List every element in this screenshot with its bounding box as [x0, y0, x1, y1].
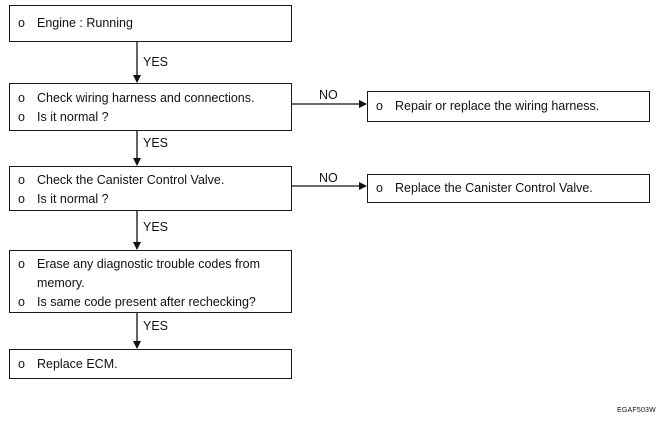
step-replace-ecm-box: o Replace ECM. — [9, 349, 292, 379]
step-check-wiring-line-1: o Check wiring harness and connections. — [18, 89, 283, 108]
step-replace-canister-line: o Replace the Canister Control Valve. — [376, 179, 641, 198]
bullet-marker: o — [18, 110, 25, 124]
bullet-marker: o — [376, 181, 383, 195]
step-check-canister-box: o Check the Canister Control Valve. o Is… — [9, 166, 292, 211]
step-repair-harness-box: o Repair or replace the wiring harness. — [367, 91, 650, 122]
step-check-wiring-text: Check wiring harness and connections. — [37, 91, 255, 105]
step-replace-ecm-line: o Replace ECM. — [18, 355, 283, 374]
step-erase-codes-question: Is same code present after rechecking? — [37, 295, 256, 309]
step-engine-running-text: Engine : Running — [37, 16, 133, 30]
bullet-marker: o — [18, 295, 25, 309]
step-erase-codes-text: Erase any diagnostic trouble codes from … — [37, 257, 261, 290]
yes-label: YES — [143, 136, 169, 150]
bullet-marker: o — [18, 257, 25, 271]
step-erase-codes-line-1: o Erase any diagnostic trouble codes fro… — [18, 255, 283, 293]
step-erase-codes-box: o Erase any diagnostic trouble codes fro… — [9, 250, 292, 313]
step-check-canister-line-1: o Check the Canister Control Valve. — [18, 171, 283, 190]
step-check-wiring-box: o Check wiring harness and connections. … — [9, 83, 292, 131]
yes-label: YES — [143, 55, 169, 69]
step-check-wiring-line-2: o Is it normal ? — [18, 108, 283, 127]
yes-label: YES — [143, 319, 169, 333]
bullet-marker: o — [18, 357, 25, 371]
step-check-wiring-question: Is it normal ? — [37, 110, 109, 124]
bullet-marker: o — [18, 16, 25, 30]
step-check-canister-question: Is it normal ? — [37, 192, 109, 206]
step-repair-harness-text: Repair or replace the wiring harness. — [395, 99, 600, 113]
step-repair-harness-line: o Repair or replace the wiring harness. — [376, 97, 641, 116]
step-engine-running-line: o Engine : Running — [18, 14, 283, 33]
step-check-canister-text: Check the Canister Control Valve. — [37, 173, 225, 187]
bullet-marker: o — [18, 192, 25, 206]
step-replace-canister-box: o Replace the Canister Control Valve. — [367, 174, 650, 203]
no-label: NO — [319, 171, 338, 185]
figure-code: EGAF503W — [617, 407, 656, 414]
step-replace-canister-text: Replace the Canister Control Valve. — [395, 181, 593, 195]
bullet-marker: o — [376, 99, 383, 113]
step-erase-codes-line-2: o Is same code present after rechecking? — [18, 293, 283, 312]
step-check-canister-line-2: o Is it normal ? — [18, 190, 283, 209]
step-replace-ecm-text: Replace ECM. — [37, 357, 118, 371]
bullet-marker: o — [18, 91, 25, 105]
step-engine-running-box: o Engine : Running — [9, 5, 292, 42]
bullet-marker: o — [18, 173, 25, 187]
no-label: NO — [319, 88, 338, 102]
yes-label: YES — [143, 220, 169, 234]
